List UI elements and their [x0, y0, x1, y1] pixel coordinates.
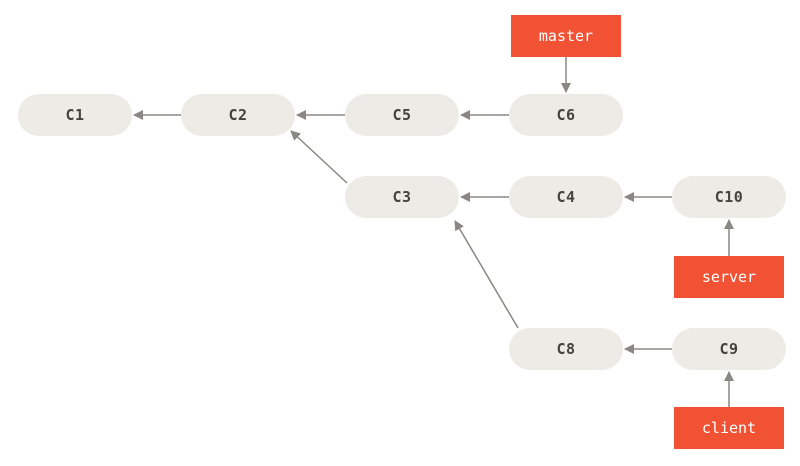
- commit-c5-label: C5: [392, 106, 412, 124]
- arrow-c8-to-c3: [454, 220, 519, 329]
- commit-c2-label: C2: [228, 106, 248, 124]
- branch-client: client: [674, 407, 784, 449]
- commit-c10: C10: [672, 176, 786, 218]
- commit-c10-label: C10: [714, 188, 744, 206]
- commit-c1-label: C1: [65, 106, 85, 124]
- commit-c6-label: C6: [556, 106, 576, 124]
- commit-c9-label: C9: [719, 340, 739, 358]
- commit-c6: C6: [509, 94, 623, 136]
- commit-c2: C2: [181, 94, 295, 136]
- branch-server-label: server: [701, 268, 757, 286]
- commit-c9: C9: [672, 328, 786, 370]
- commit-c1: C1: [18, 94, 132, 136]
- branch-server: server: [674, 256, 784, 298]
- commit-c3-label: C3: [392, 188, 412, 206]
- commit-c3: C3: [345, 176, 459, 218]
- branch-master: master: [511, 15, 621, 57]
- branch-client-label: client: [701, 419, 757, 437]
- branch-master-label: master: [538, 27, 594, 45]
- commit-c8: C8: [509, 328, 623, 370]
- arrow-c3-to-c2: [290, 130, 348, 184]
- commit-c4: C4: [509, 176, 623, 218]
- commit-c5: C5: [345, 94, 459, 136]
- commit-c4-label: C4: [556, 188, 576, 206]
- commit-c8-label: C8: [556, 340, 576, 358]
